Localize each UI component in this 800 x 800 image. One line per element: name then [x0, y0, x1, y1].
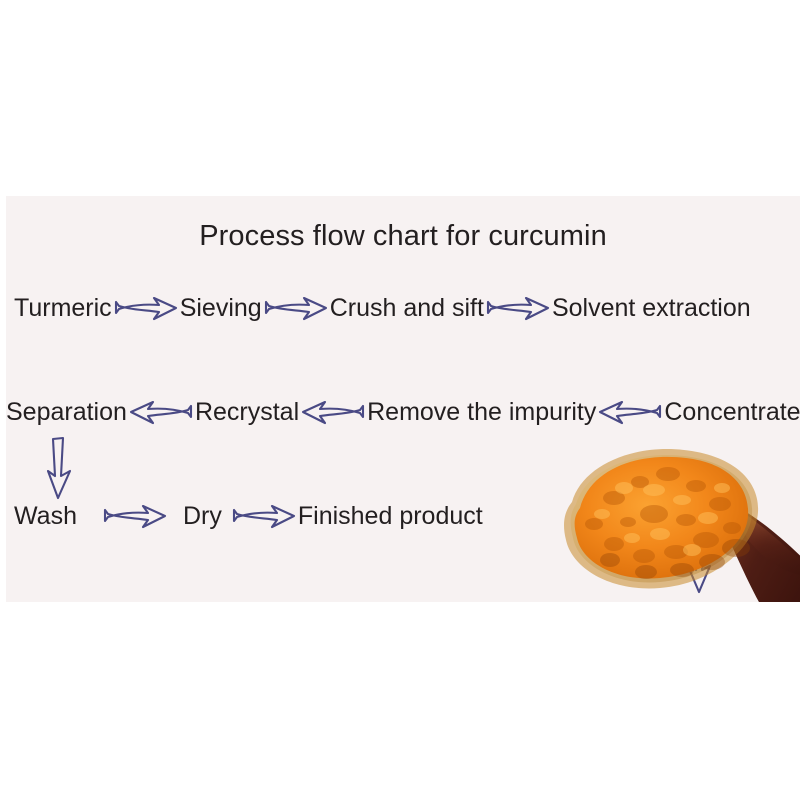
- flow-node-turmeric[interactable]: Turmeric: [14, 293, 112, 322]
- arrow-left-icon: [598, 397, 662, 427]
- flow-row-3: Wash Dry Finished product: [14, 496, 483, 536]
- arrow-right-icon: [114, 293, 178, 323]
- flowchart-panel: Process flow chart for curcumin Turmeric…: [6, 196, 800, 602]
- flow-node-solvent-extraction[interactable]: Solvent extraction: [551, 293, 751, 322]
- page-title: Process flow chart for curcumin: [199, 220, 607, 252]
- flow-node-wash[interactable]: Wash: [14, 501, 77, 530]
- arrow-right-icon: [103, 501, 167, 531]
- arrow-down-icon: [42, 436, 76, 500]
- flow-node-sieving[interactable]: Sieving: [179, 293, 262, 322]
- flow-row-2: Separation Recrystal Remove the impurity…: [6, 392, 800, 432]
- arrow-left-icon: [301, 397, 365, 427]
- flow-node-separation[interactable]: Separation: [6, 397, 127, 426]
- flow-node-crush-and-sift[interactable]: Crush and sift: [329, 293, 484, 322]
- flow-row-1: Turmeric Sieving Crush and sift Solvent …: [14, 288, 751, 328]
- arrow-right-icon: [232, 501, 296, 531]
- arrow-right-icon: [264, 293, 328, 323]
- turmeric-powder-image: [536, 428, 800, 602]
- flow-node-recrystal[interactable]: Recrystal: [194, 397, 300, 426]
- arrow-down-icon: [682, 530, 716, 594]
- flow-node-finished-product[interactable]: Finished product: [297, 501, 483, 530]
- flow-node-concentrate[interactable]: Concentrate: [664, 397, 800, 426]
- flow-node-remove-the-impurity[interactable]: Remove the impurity: [367, 397, 597, 426]
- flow-node-dry[interactable]: Dry: [182, 501, 222, 530]
- arrow-left-icon: [129, 397, 193, 427]
- arrow-right-icon: [486, 293, 550, 323]
